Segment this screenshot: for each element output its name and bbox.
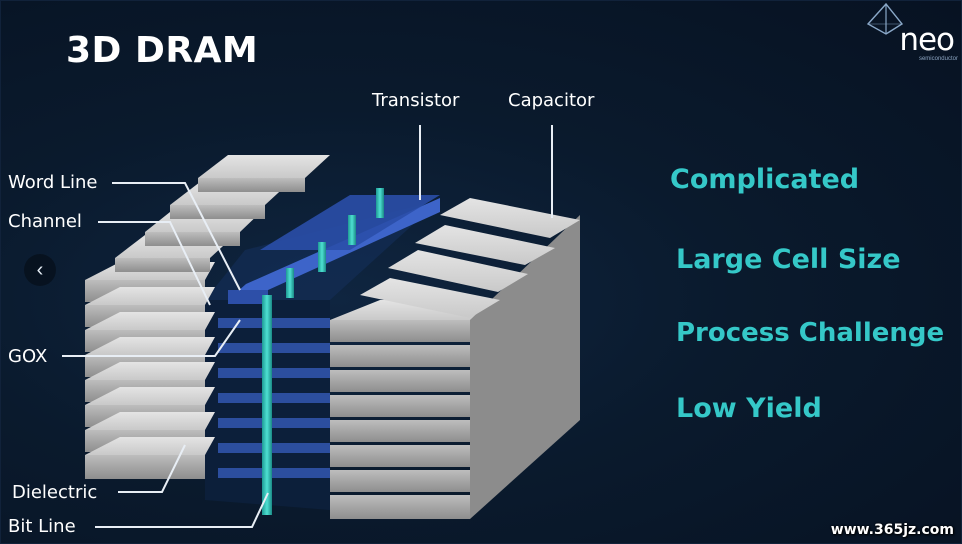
word-line-top-front — [228, 290, 268, 304]
label-gox: GOX — [8, 346, 48, 367]
word-line-8 — [218, 468, 330, 478]
right-layer-7 — [330, 470, 470, 492]
previous-slide-button[interactable]: ‹ — [24, 254, 56, 286]
right-capacitor-stack — [330, 215, 580, 519]
right-back-blocks — [360, 198, 580, 318]
logo-name: neo — [899, 22, 955, 58]
right-layer-5 — [330, 420, 470, 442]
right-layer-6 — [330, 445, 470, 467]
word-line-7 — [218, 443, 330, 453]
leader-dielectric — [118, 444, 186, 493]
right-layer-3 — [330, 370, 470, 392]
label-channel: Channel — [8, 211, 82, 232]
label-word-line: Word Line — [8, 172, 98, 193]
right-layer-8 — [330, 495, 470, 519]
logo-subtitle: semiconductor — [918, 56, 958, 62]
challenge-item: Large Cell Size — [676, 244, 901, 275]
right-layer-4 — [330, 395, 470, 417]
word-line-2 — [218, 318, 330, 328]
challenge-item: Process Challenge — [676, 318, 945, 348]
label-dielectric: Dielectric — [12, 482, 98, 503]
right-layer-2 — [330, 345, 470, 367]
chevron-left-icon: ‹ — [36, 258, 44, 281]
word-line-6 — [218, 418, 330, 428]
leader-lines — [62, 125, 553, 528]
word-line-4 — [218, 368, 330, 378]
company-logo — [856, 2, 956, 66]
word-line-3 — [218, 343, 330, 353]
word-line-5 — [218, 393, 330, 403]
leader-gox — [62, 319, 241, 357]
slide-title: 3D DRAM — [66, 30, 259, 71]
right-side-face — [470, 215, 580, 519]
leader-bit-line — [95, 492, 269, 528]
left-layer-8 — [85, 437, 215, 479]
channel-pillars — [262, 188, 384, 515]
left-capacitor-stack — [85, 262, 215, 479]
pyramid-logo-icon — [866, 2, 904, 35]
leader-channel — [98, 221, 211, 306]
label-capacitor: Capacitor — [508, 90, 595, 111]
challenge-item: Complicated — [670, 164, 860, 195]
watermark: www.365jz.com — [830, 522, 954, 538]
label-transistor: Transistor — [372, 90, 460, 111]
challenge-item: Low Yield — [676, 393, 822, 424]
leader-word-line — [112, 182, 241, 291]
label-bit-line: Bit Line — [8, 516, 76, 537]
